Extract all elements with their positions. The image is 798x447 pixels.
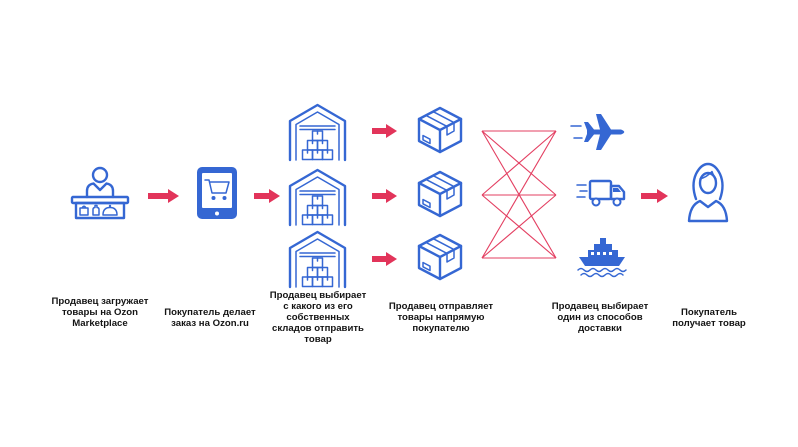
step-caption-ship-direct: Продавец отправляет товары напрямую поку… — [379, 301, 503, 334]
ship-icon — [577, 238, 627, 278]
truck-icon — [576, 179, 626, 207]
delivery-route-network — [481, 130, 557, 259]
caption-line: Marketplace — [72, 318, 128, 329]
flow-arrow — [254, 189, 280, 203]
airplane-icon — [570, 114, 625, 150]
caption-line: Покупатель — [680, 307, 738, 318]
caption-line: покупателю — [412, 323, 470, 334]
flow-arrow — [372, 189, 397, 203]
caption-line: доставки — [578, 323, 622, 334]
caption-line: с какого из его — [283, 301, 353, 312]
caption-line: складов отправить — [272, 323, 364, 334]
step-caption-seller-upload: Продавец загружает товары на Ozon Market… — [38, 296, 162, 329]
tablet-cart-icon — [197, 167, 237, 219]
caption-line: Продавец выбирает — [269, 290, 367, 301]
customer-icon — [687, 162, 729, 223]
caption-line: Покупатель делает — [164, 307, 256, 318]
caption-line: Продавец загружает — [51, 296, 149, 307]
parcel-box-icon — [417, 233, 463, 281]
step-caption-choose-warehouse: Продавец выбирает с какого из его собств… — [256, 290, 380, 345]
caption-line: Продавец выбирает — [551, 301, 649, 312]
step-caption-choose-delivery: Продавец выбирает один из способов доста… — [538, 301, 662, 334]
flow-arrow — [148, 189, 179, 203]
caption-line: товары на Ozon — [61, 307, 139, 318]
delivery-route-line — [481, 130, 557, 196]
flow-arrow — [372, 124, 397, 138]
delivery-route-line — [481, 194, 557, 259]
caption-line: товары напрямую — [397, 312, 485, 323]
delivery-route-line — [481, 130, 557, 259]
warehouse-icon — [288, 103, 347, 162]
caption-line: заказ на Ozon.ru — [171, 318, 249, 329]
step-caption-buyer-order: Покупатель делает заказ на Ozon.ru — [148, 307, 272, 329]
warehouse-icon — [288, 230, 347, 289]
stacked-boxes — [301, 257, 334, 288]
caption-line: один из способов — [557, 312, 643, 323]
stacked-boxes — [301, 195, 334, 226]
caption-line: собственных — [286, 312, 350, 323]
caption-line: получает товар — [672, 318, 746, 329]
parcel-box-icon — [417, 170, 463, 218]
flow-arrow — [372, 252, 397, 266]
stacked-boxes — [301, 130, 334, 161]
shopping-cart-icon — [204, 179, 230, 194]
warehouse-icon — [288, 168, 347, 227]
parcel-box-icon — [417, 106, 463, 154]
caption-line: Продавец отправляет — [388, 301, 494, 312]
step-caption-buyer-receives: Покупатель получает товар — [647, 307, 771, 329]
seller-counter-icon — [70, 166, 130, 220]
caption-line: товар — [304, 334, 332, 345]
flow-arrow — [641, 189, 668, 203]
